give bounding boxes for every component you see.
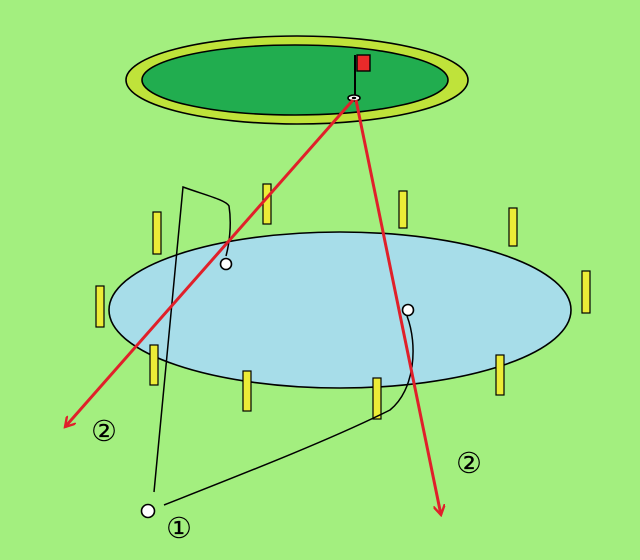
hazard-stake — [372, 377, 382, 420]
label-ball-origin: ① — [166, 511, 192, 545]
water-hazard — [108, 231, 572, 389]
ball-flight-right — [163, 315, 414, 506]
hazard-stake — [508, 207, 518, 247]
hazard-stake — [242, 370, 252, 412]
hazard-stake — [95, 285, 105, 328]
putting-green — [125, 35, 469, 125]
hazard-stake — [262, 183, 272, 225]
label-drop-option-left: ② — [91, 414, 117, 448]
green-surface — [141, 44, 449, 116]
golf-ball-icon — [140, 503, 156, 519]
hazard-stake — [398, 190, 408, 229]
flag-icon — [354, 54, 371, 98]
hazard-stakes — [95, 183, 591, 420]
label-drop-option-right: ② — [456, 446, 482, 480]
hazard-stake — [581, 270, 591, 314]
hazard-stake — [149, 344, 159, 386]
golf-ball-icon — [219, 257, 233, 271]
hazard-stake — [495, 354, 505, 396]
drop-arrow-right — [354, 99, 441, 515]
drop-arrow-left — [65, 99, 355, 427]
hazard-stake — [152, 211, 162, 255]
golf-ball-icon — [401, 303, 415, 317]
hole-icon — [347, 94, 361, 102]
